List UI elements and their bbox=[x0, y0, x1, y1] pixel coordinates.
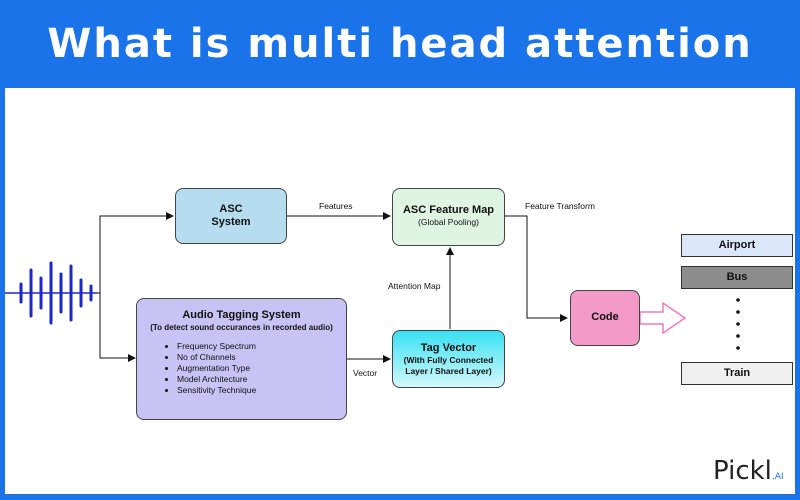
tag-vector-title: Tag Vector bbox=[420, 342, 477, 354]
audio-tagging-node: Audio Tagging System (To detect sound oc… bbox=[136, 298, 347, 420]
asc-feature-map-node: ASC Feature Map (Global Pooling) bbox=[392, 188, 505, 246]
tag-vector-subtitle: (With Fully Connected Layer / Shared Lay… bbox=[403, 355, 494, 376]
logo-suffix: .AI bbox=[771, 472, 784, 482]
pickl-logo: Pickl.AI bbox=[713, 456, 784, 486]
edge-to-audio-tagging bbox=[99, 293, 136, 362]
logo-text: Pickl bbox=[713, 456, 772, 486]
asc-system-title: ASC System bbox=[211, 203, 251, 228]
class-train: Train bbox=[681, 362, 793, 385]
list-item: Model Architecture bbox=[177, 374, 346, 385]
edge-feature-transform bbox=[505, 215, 568, 322]
asc-system-node: ASC System bbox=[175, 188, 287, 244]
list-item: No of Channels bbox=[177, 352, 346, 363]
asc-feature-map-title: ASC Feature Map bbox=[402, 204, 495, 216]
output-arrow-icon bbox=[639, 301, 687, 335]
page-title: What is multi head attention bbox=[47, 21, 753, 67]
waveform-icon bbox=[5, 261, 98, 325]
class-bus: Bus bbox=[681, 266, 793, 289]
edge-label-vector: Vector bbox=[353, 368, 378, 378]
header-banner: What is multi head attention bbox=[0, 0, 800, 88]
tag-vector-node: Tag Vector (With Fully Connected Layer /… bbox=[392, 330, 505, 388]
list-item: Sensitivity Technique bbox=[177, 385, 346, 396]
code-node: Code bbox=[570, 290, 640, 346]
class-airport: Airport bbox=[681, 234, 793, 257]
list-item: Augmentation Type bbox=[177, 363, 346, 374]
ellipsis-dots-icon bbox=[736, 298, 740, 350]
diagram-canvas: ASC System ASC Feature Map (Global Pooli… bbox=[5, 88, 795, 494]
edge-label-attention-map: Attention Map bbox=[388, 281, 441, 291]
edge-to-asc-system bbox=[97, 212, 174, 294]
audio-tagging-subtitle: (To detect sound occurances in recorded … bbox=[150, 323, 333, 332]
edge-label-feature-transform: Feature Transform bbox=[525, 201, 595, 211]
list-item: Frequency Spectrum bbox=[177, 341, 346, 352]
edge-label-features: Features bbox=[319, 201, 353, 211]
audio-tagging-title: Audio Tagging System bbox=[182, 309, 301, 321]
audio-tagging-list: Frequency Spectrum No of Channels Augmen… bbox=[177, 341, 346, 396]
connector-lines bbox=[5, 212, 740, 363]
code-title: Code bbox=[591, 311, 619, 323]
asc-feature-map-subtitle: (Global Pooling) bbox=[418, 217, 479, 227]
